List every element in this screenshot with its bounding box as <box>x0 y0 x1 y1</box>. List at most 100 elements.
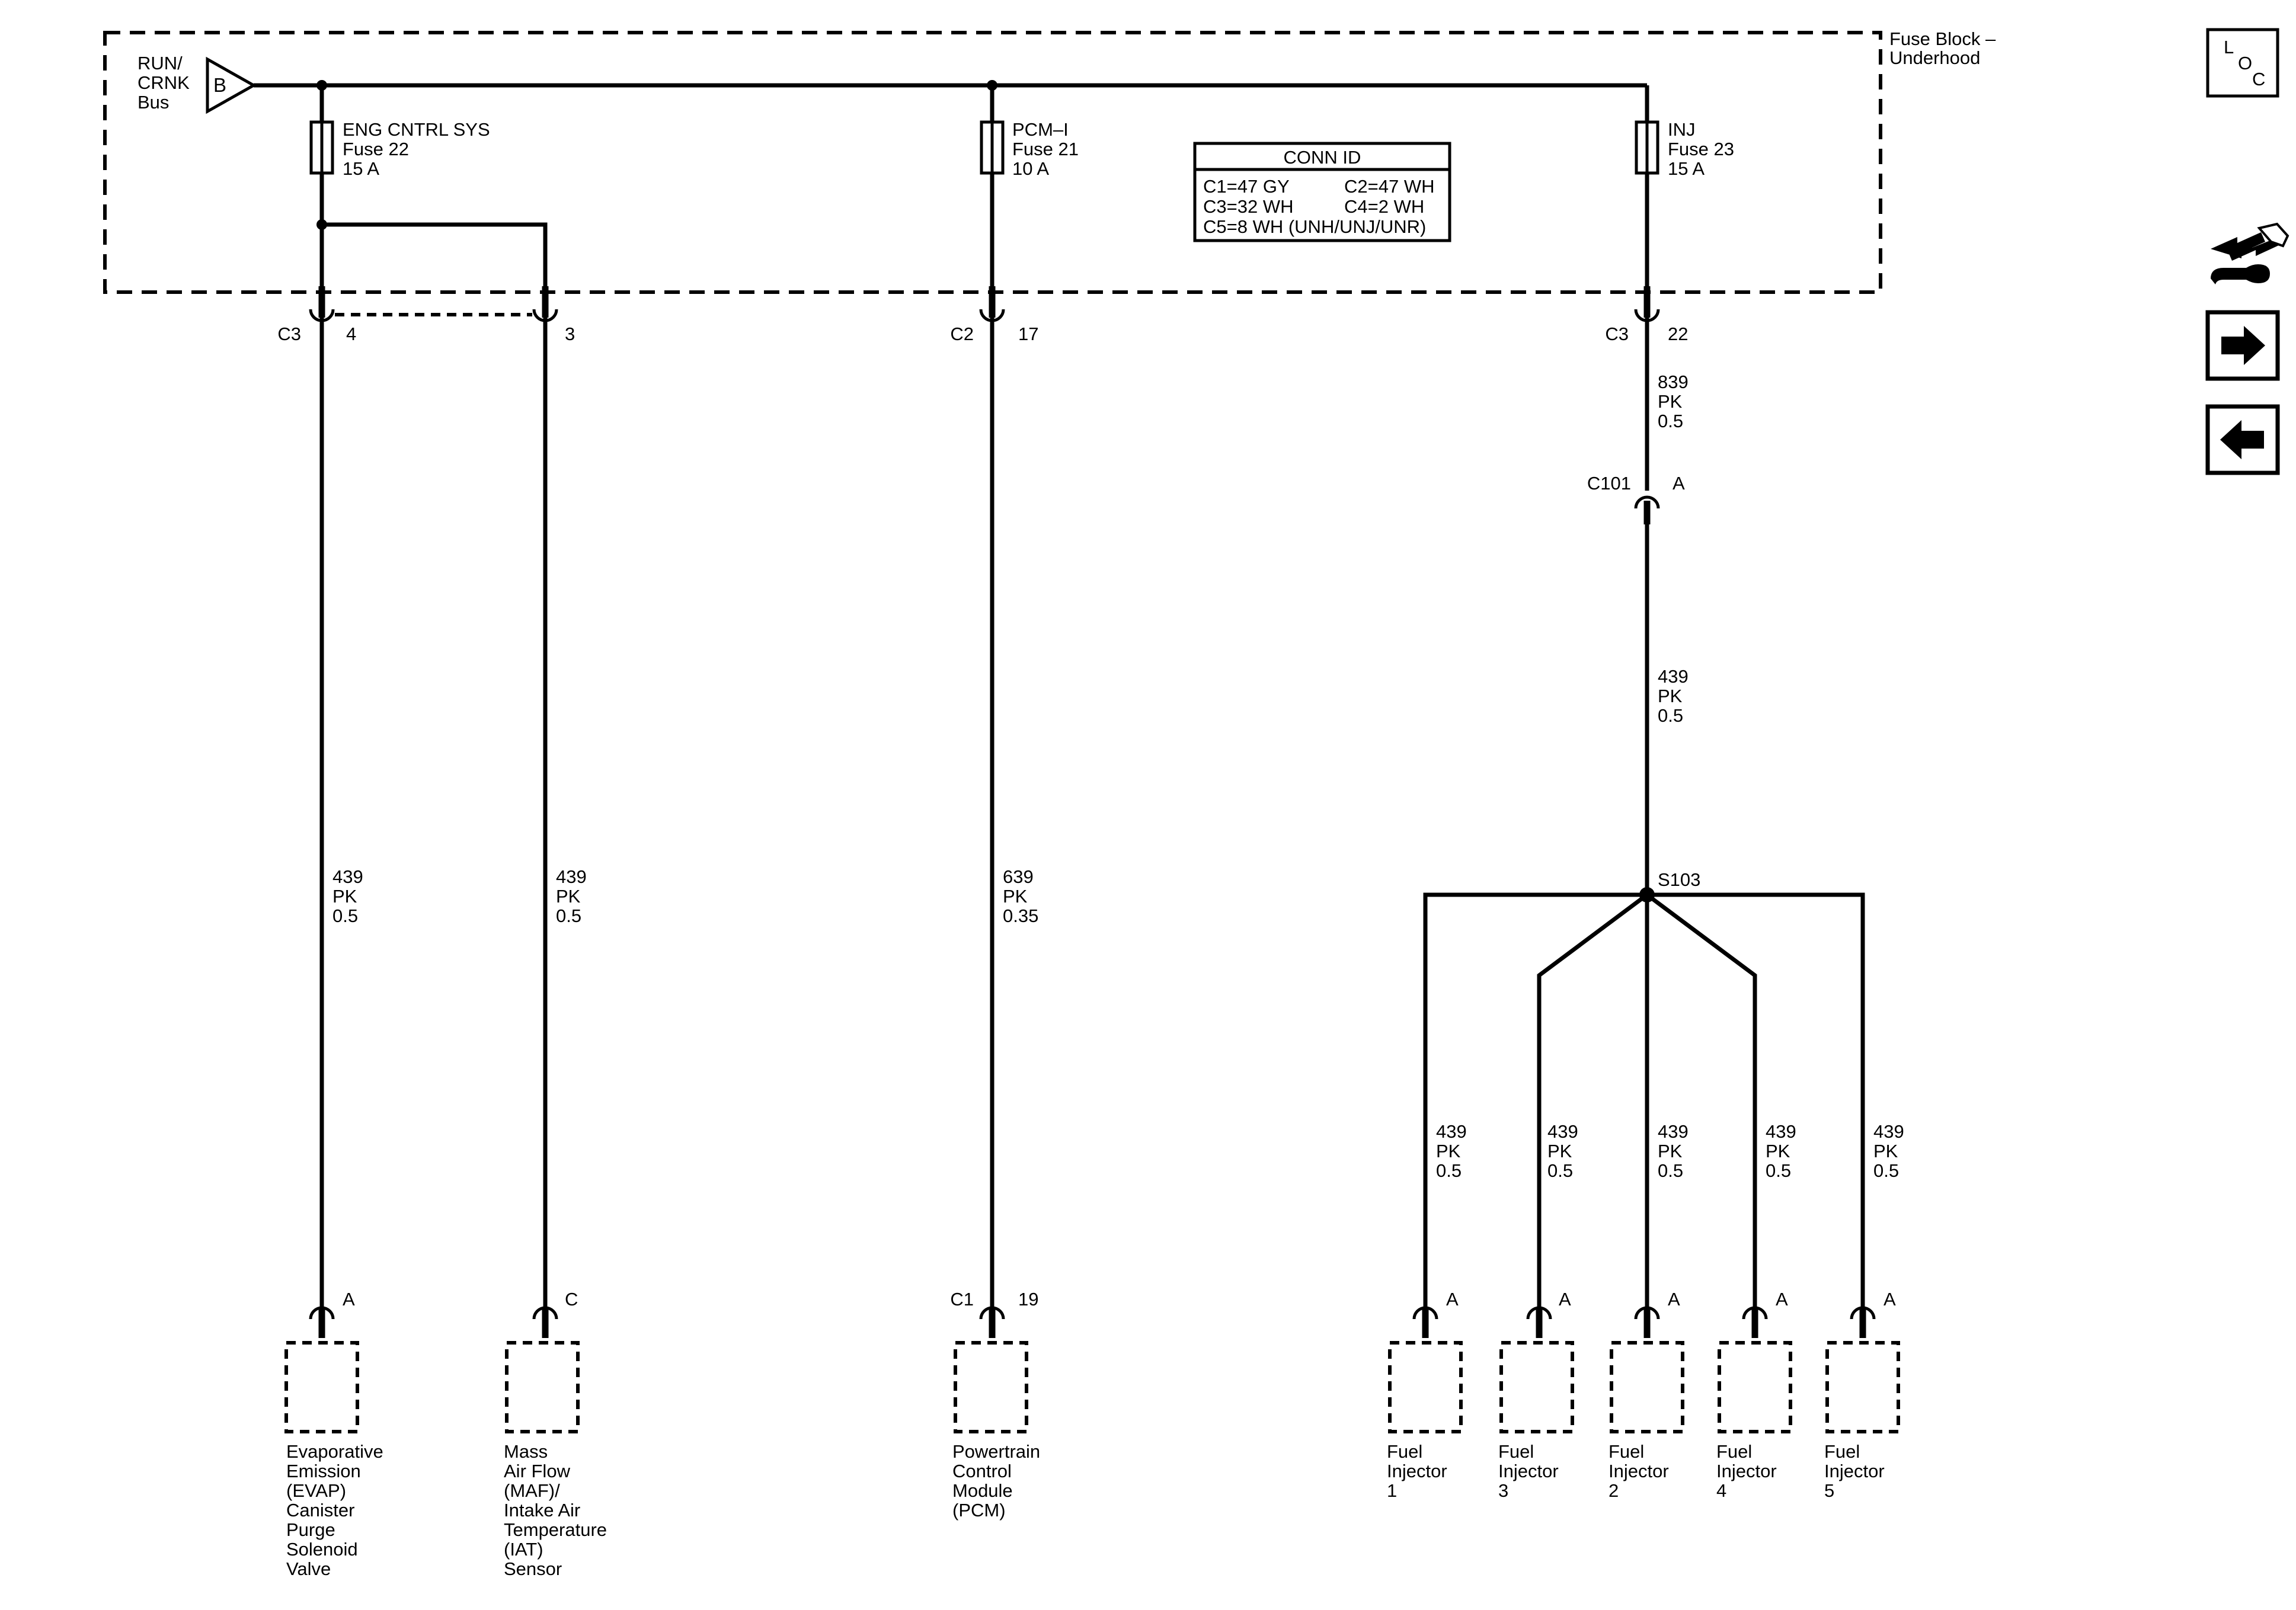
component-evap-valve: A Evaporative Emission (EVAP) Canister P… <box>284 1289 383 1579</box>
component-fuel-injector-5: A Fuel Injector 5 <box>1824 1289 1900 1501</box>
component-label-line: (IAT) <box>504 1539 543 1560</box>
loc-letter-l: L <box>2224 37 2234 57</box>
component-label-line: Mass <box>504 1441 548 1462</box>
component-box <box>954 1341 1028 1433</box>
component-label-line: Fuel <box>1609 1441 1644 1462</box>
injector-branch-labels: 439 PK 0.5 439 PK 0.5 439 PK 0.5 439 PK … <box>1436 1121 1904 1181</box>
fuse-pcm-i: PCM–I Fuse 21 10 A <box>980 80 1079 286</box>
connector-cup <box>1634 1306 1660 1320</box>
bus-label-line2: CRNK <box>137 72 190 93</box>
component-box <box>1718 1341 1792 1433</box>
loc-button-frame[interactable] <box>2206 28 2279 98</box>
wire-color: PK <box>556 886 581 907</box>
wire-color: PK <box>1436 1141 1461 1161</box>
wire-color: PK <box>332 886 357 907</box>
bus-terminal-letter: B <box>213 74 226 96</box>
wire-circuit: 439 <box>556 866 587 887</box>
component-pin: A <box>343 1289 355 1310</box>
bus-terminal-triangle <box>206 56 257 114</box>
wire-color: PK <box>1658 1141 1683 1161</box>
wire-color: PK <box>1658 391 1683 412</box>
fuse-number: Fuse 22 <box>343 139 409 159</box>
component-label-line: Sensor <box>504 1558 562 1579</box>
wire-size: 0.5 <box>1658 705 1683 726</box>
wire-size: 0.5 <box>1436 1160 1462 1181</box>
component-pin: A <box>1446 1289 1459 1310</box>
component-pin: A <box>1776 1289 1788 1310</box>
icon-part <box>2228 237 2279 261</box>
fuse-block-name-line1: Fuse Block – <box>1889 28 1996 49</box>
connector-tool-icon[interactable] <box>2211 222 2289 284</box>
wire-size: 0.5 <box>556 905 581 926</box>
component-label-line: 2 <box>1609 1480 1619 1501</box>
wire-circuit: 439 <box>1436 1121 1467 1142</box>
connector-cup <box>1412 1306 1438 1320</box>
fuse-rating: 10 A <box>1012 158 1049 179</box>
component-box <box>284 1341 359 1433</box>
connector-pin-number: 4 <box>346 324 356 344</box>
conn-id-cell: C3=32 WH <box>1203 196 1293 217</box>
wire-injector-feed: 839 PK 0.5 C101 A 439 PK 0.5 <box>1587 318 1689 895</box>
wire-circuit: 439 <box>1766 1121 1796 1142</box>
component-fuel-injector-4: A Fuel Injector 4 <box>1716 1289 1792 1501</box>
component-box <box>1610 1341 1684 1433</box>
component-label-line: Injector <box>1824 1461 1885 1481</box>
fuse-rating: 15 A <box>1668 158 1705 179</box>
connector-cup <box>532 1306 558 1320</box>
outer-branch-wires <box>1423 892 1865 1310</box>
wire-color: PK <box>1658 686 1683 706</box>
wire-size: 0.5 <box>1658 411 1683 431</box>
wire-circuit: 439 <box>1658 666 1689 687</box>
loc-letter-o: O <box>2238 53 2252 73</box>
component-box <box>1825 1341 1900 1433</box>
connector-pin-letter: A <box>1673 473 1685 494</box>
bus-label-line3: Bus <box>137 92 169 113</box>
conn-id-cell: C5=8 WH (UNH/UNJ/UNR) <box>1203 216 1426 237</box>
component-label-line: 3 <box>1498 1480 1508 1501</box>
conn-id-title: CONN ID <box>1284 147 1361 168</box>
component-label-line: Fuel <box>1387 1441 1422 1462</box>
connector-name: C3 <box>277 324 301 344</box>
wrench-shape <box>2211 264 2270 284</box>
component-connector: C1 <box>950 1289 974 1310</box>
wire-circuit: 639 <box>1003 866 1034 887</box>
arrow-left-button[interactable] <box>2205 404 2280 475</box>
component-label-line: Solenoid <box>286 1539 358 1560</box>
connector-cup <box>1742 1306 1768 1320</box>
component-label-line: Injector <box>1716 1461 1777 1481</box>
loc-letter-c: C <box>2252 69 2265 89</box>
splice-dot <box>1639 887 1655 902</box>
wire-size: 0.35 <box>1003 905 1038 926</box>
component-maf-iat-sensor: C Mass Air Flow (MAF)/ Intake Air Temper… <box>504 1289 607 1579</box>
connector-pin-number: 3 <box>565 324 575 344</box>
conn-id-cell: C4=2 WH <box>1344 196 1424 217</box>
component-label-line: (EVAP) <box>286 1480 346 1501</box>
connector-pin-number: 22 <box>1668 324 1688 344</box>
component-label-line: Injector <box>1609 1461 1669 1481</box>
arrow-right-button[interactable] <box>2205 310 2280 381</box>
component-label-line: 4 <box>1716 1480 1726 1501</box>
wire-size: 0.5 <box>332 905 358 926</box>
component-box <box>505 1341 580 1433</box>
component-label-line: Module <box>952 1480 1013 1501</box>
component-label-line: Valve <box>286 1558 331 1579</box>
wire-size: 0.5 <box>1873 1160 1899 1181</box>
conn-id-table: CONN ID C1=47 GY C2=47 WH C3=32 WH C4=2 … <box>1193 142 1451 242</box>
connector-pin-number: 17 <box>1018 324 1038 344</box>
connector-cup <box>1634 495 1660 509</box>
wire-evap: 439 PK 0.5 <box>319 318 363 1310</box>
loc-button[interactable]: L O C <box>2206 28 2279 98</box>
component-label-line: Fuel <box>1824 1441 1860 1462</box>
component-pin: A <box>1884 1289 1896 1310</box>
wire-color: PK <box>1873 1141 1898 1161</box>
component-label-line: Air Flow <box>504 1461 571 1481</box>
fuse-rating: 15 A <box>343 158 379 179</box>
wire-color: PK <box>1547 1141 1572 1161</box>
fuse-block-connector-c3-4: C3 4 <box>277 286 356 344</box>
internal-branch-wire <box>322 222 548 286</box>
wire-size: 0.5 <box>1547 1160 1573 1181</box>
connector-name: C2 <box>950 324 974 344</box>
wire-circuit: 439 <box>1658 1121 1689 1142</box>
component-label-line: Injector <box>1498 1461 1559 1481</box>
